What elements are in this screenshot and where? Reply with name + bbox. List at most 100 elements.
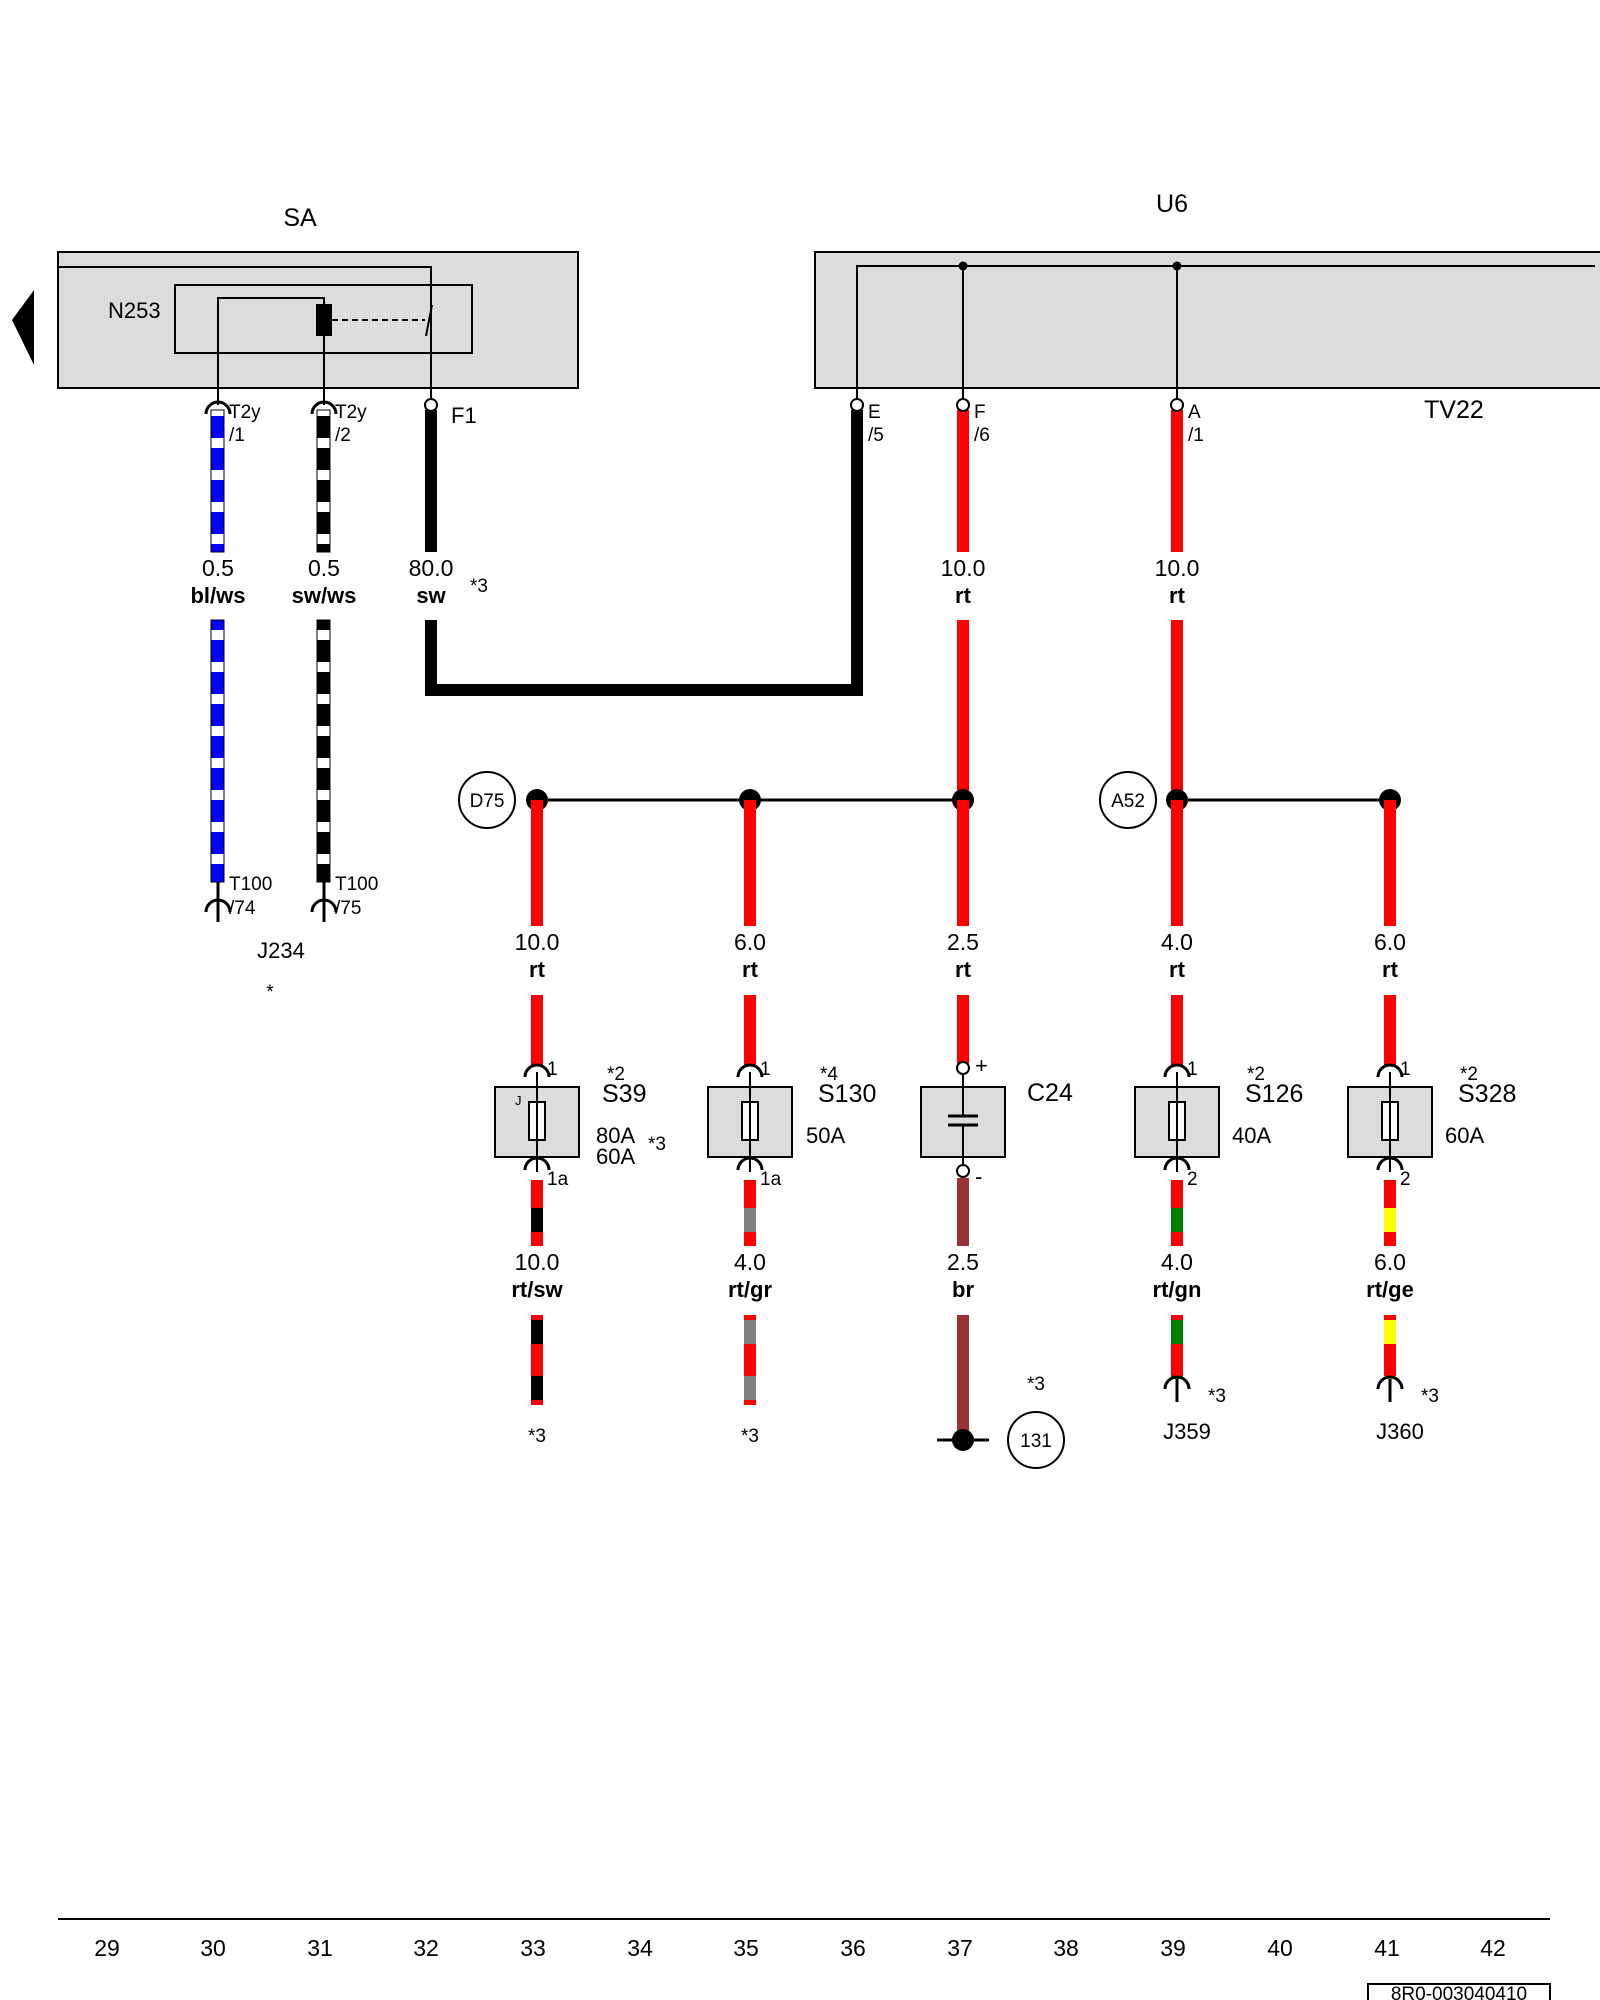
column-number: 36 [840,1935,866,1961]
wire-sw-80-route [425,410,863,696]
pin-t100-75-a: T100 [335,874,378,895]
wire-rt-a1-lower [1171,620,1183,800]
wire-w10-color: rt [1382,957,1399,982]
tv22-label: TV22 [1424,396,1484,424]
connection-a52 [1099,771,1157,829]
wire-sw-ws-lower [316,619,331,883]
pin-a1-terminal [1170,398,1184,412]
wire-w14-gauge: 4.0 [1161,1249,1193,1275]
column-number: 33 [520,1935,546,1961]
wire-w2-gauge: 0.5 [308,555,340,581]
fuse-s39-pin-out: 1a [547,1169,569,1190]
note-col-39: *3 [1208,1386,1226,1407]
wire-sw-ws-upper [316,409,331,553]
n253-label: N253 [108,298,161,323]
wire-w6-gauge: 10.0 [515,929,560,955]
ground-131-node [952,1429,974,1451]
previous-page-arrow-icon[interactable] [12,290,34,365]
wire-rt-f6-lower [957,620,969,800]
relay-switch-icon [425,304,433,337]
fuse-s126-pin-out-icon [1163,1156,1191,1171]
sa-label: SA [283,204,317,232]
wire-bl-ws-upper [210,409,225,553]
wire-rt-ge-41-a [1384,1180,1396,1246]
fuse-s328-note: *2 [1460,1064,1478,1085]
wire-rt-gr-35-a [744,1180,756,1246]
fuse-s39-pin-out-icon [523,1156,551,1171]
capacitor-c24-minus-terminal [956,1164,970,1178]
wire-w7-color: rt [742,957,759,982]
fuse-s328-pin-in: 1 [1400,1059,1411,1080]
fuse-s126-name: S126 [1245,1080,1303,1108]
wire-rt-sw-33-b [531,1315,543,1405]
fuse-s126-pin-in: 1 [1187,1059,1198,1080]
fuse-s328-name: S328 [1458,1080,1516,1108]
wire-w5-color: rt [1169,583,1186,608]
capacitor-c24-plus-terminal [956,1061,970,1075]
fuse-s39-name: S39 [602,1080,646,1108]
wire-rt-39-b [1171,995,1183,1065]
fuse-s126-note: *2 [1247,1064,1265,1085]
fuse-s130-pin-out-icon [736,1156,764,1171]
wire-rt-37-b [957,995,969,1065]
sa-top-line [58,266,432,400]
u6-busbar [856,265,1595,400]
wire-w5-gauge: 10.0 [1155,555,1200,581]
wire-rt-a1-upper [1171,410,1183,552]
column-number: 37 [947,1935,973,1961]
fuse-s130-name: S130 [818,1080,876,1108]
wire-w11-color: rt/sw [511,1277,563,1302]
ground-131-symbol [1007,1411,1065,1469]
fuse-s39-rating-note: *3 [648,1134,666,1155]
wire-rt-41-a [1384,800,1396,926]
wire-w1-color: bl/ws [190,583,245,608]
wire-rt-41-b [1384,995,1396,1065]
j234-note: * [266,982,274,1003]
column-number: 34 [627,1935,653,1961]
wire-rt-ge-41-b [1384,1315,1396,1379]
fuse-s39-note: *2 [607,1064,625,1085]
wire-w2-color: sw/ws [292,583,357,608]
wire-rt-39-a [1171,800,1183,926]
document-id: 8R0-003040410 [1391,1984,1527,2000]
wire-w11-gauge: 10.0 [515,1249,560,1275]
wire-w10-gauge: 6.0 [1374,929,1406,955]
note-col-41: *3 [1421,1386,1439,1407]
fuse-s126-rating-1: 40A [1232,1123,1271,1148]
column-number: 39 [1160,1935,1186,1961]
pin-t2y-2-a: T2y [335,402,367,423]
wire-w3-note: *3 [470,576,488,597]
wire-sw-80-upper [425,410,437,552]
connection-d75-label: D75 [470,791,505,812]
wire-w15-color: rt/ge [1366,1277,1414,1302]
fuse-s328-pin-out-icon [1376,1156,1404,1171]
wire-rt-sw-33-a [531,1180,543,1246]
fuse-s328-rating-1: 60A [1445,1123,1484,1148]
pin-t100-74-b: /74 [229,898,256,919]
u6-junction-a [1172,261,1182,271]
note-col-33: *3 [528,1426,546,1447]
wire-w4-color: rt [955,583,972,608]
connector-t2y-2-icon [310,400,338,415]
fuse-s130-pin-in: 1 [760,1059,771,1080]
connection-d75 [458,771,516,829]
wire-w9-gauge: 4.0 [1161,929,1193,955]
fuse-s130-pin-out: 1a [760,1169,782,1190]
connector-j360-icon [1376,1375,1404,1390]
wire-br-37-b [957,1315,969,1440]
pin-a1-a: A [1188,402,1201,423]
ground-131-label: 131 [1020,1431,1052,1452]
column-number: 32 [413,1935,439,1961]
fuse-s39-pin-in: 1 [547,1059,558,1080]
wire-rt-f6-upper [957,410,969,552]
column-number: 40 [1267,1935,1293,1961]
u6-label: U6 [1156,190,1188,218]
pin-e5-a: E [868,402,881,423]
capacitor-c24-label: C24 [1027,1079,1073,1107]
wire-w13-color: br [952,1277,974,1302]
wire-w4-gauge: 10.0 [941,555,986,581]
fuse-s328-pin-out: 2 [1400,1169,1411,1190]
column-number: 41 [1374,1935,1400,1961]
note-col-37: *3 [1027,1374,1045,1395]
